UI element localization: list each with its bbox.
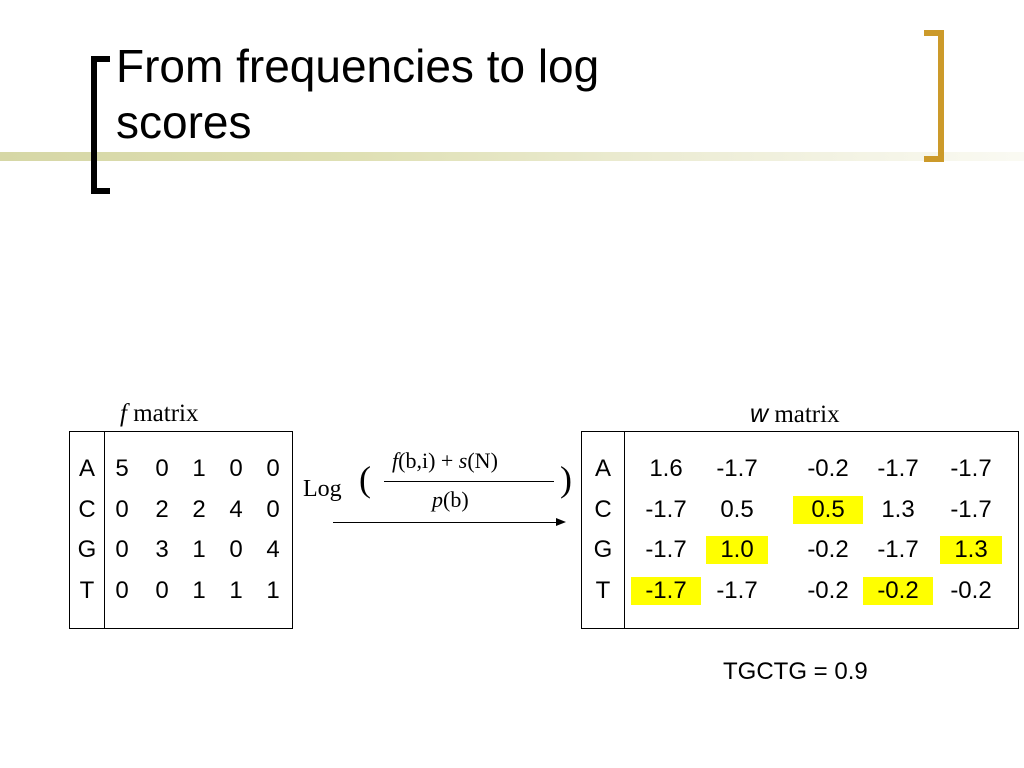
matrix-cell: -1.7 (645, 495, 687, 523)
row-label-c: C (78, 495, 96, 523)
matrix-cell: 0 (155, 455, 169, 482)
matrix-cell: -0.2 (807, 536, 849, 563)
matrix-cell: 1 (192, 455, 206, 482)
matrix-cell: -1.7 (631, 576, 701, 605)
matrix-cell: 2 (192, 495, 206, 523)
f-symbol: f (120, 400, 127, 427)
formula-numerator: f(b,i) + s(N) (392, 448, 498, 474)
row-label-c: C (594, 495, 612, 523)
matrix-cell: -1.7 (877, 536, 919, 563)
matrix-cell: 0 (266, 455, 280, 482)
left-bracket-decoration (91, 56, 110, 194)
f-matrix-label: f matrix (120, 400, 198, 428)
f-matrix-label-text: matrix (126, 400, 199, 427)
formula-denominator: p(b) (432, 487, 469, 513)
matrix-cell: -1.7 (950, 455, 992, 482)
matrix-cell: 0.5 (793, 495, 863, 524)
row-label-g: G (593, 536, 613, 563)
fraction-bar (384, 481, 554, 482)
close-paren: ) (560, 459, 572, 499)
denominator-p: p (432, 487, 443, 512)
matrix-cell: 0 (155, 576, 169, 604)
matrix-cell: 1.0 (706, 536, 768, 564)
row-label-a: A (594, 455, 611, 482)
matrix-cell: -0.2 (807, 576, 849, 604)
matrix-cell: 5 (115, 455, 129, 482)
row-label-t: T (79, 576, 95, 604)
matrix-cell: 0 (115, 536, 129, 563)
matrix-cell: 1.6 (649, 455, 683, 482)
row-label-a: A (78, 455, 95, 482)
matrix-cell: -1.7 (950, 495, 992, 523)
matrix-cell: 1.3 (881, 495, 915, 523)
matrix-cell: 1 (229, 576, 243, 604)
title-underline-bar (0, 152, 1024, 161)
slide-title: From frequencies to log scores (116, 38, 876, 150)
numerator-n: (N) (467, 448, 498, 473)
w-symbol: w (750, 400, 769, 428)
slide-title-line-2: scores (116, 94, 254, 150)
matrix-cell: 0 (115, 576, 129, 604)
arrow-head-icon (556, 518, 566, 526)
matrix-cell: -0.2 (950, 576, 992, 604)
row-label-t: T (595, 576, 611, 604)
matrix-cell: 1 (192, 536, 206, 563)
w-matrix-label-text: matrix (768, 401, 840, 428)
right-bracket-decoration (924, 30, 944, 162)
w-matrix-label: w matrix (750, 400, 840, 429)
matrix-cell: 0 (266, 495, 280, 523)
matrix-cell: 0 (229, 536, 243, 563)
numerator-s: s (458, 448, 468, 473)
w-matrix-divider (624, 432, 625, 628)
slide-title-line-1: From frequencies to log (116, 38, 602, 94)
matrix-cell: 0 (115, 495, 129, 523)
result-score: TGCTG = 0.9 (723, 658, 868, 685)
matrix-cell: -0.2 (863, 576, 933, 605)
arrow-shaft (333, 522, 558, 523)
log-label: Log (303, 476, 342, 502)
matrix-cell: -1.7 (716, 455, 758, 482)
matrix-cell: 0.5 (720, 495, 754, 523)
f-matrix-divider (104, 432, 105, 628)
matrix-cell: -1.7 (645, 536, 687, 563)
matrix-cell: 4 (229, 495, 243, 523)
matrix-cell: -0.2 (807, 455, 849, 482)
matrix-cell: 1 (266, 576, 280, 604)
open-paren: ( (359, 459, 371, 499)
matrix-cell: -1.7 (877, 455, 919, 482)
matrix-cell: -1.7 (716, 576, 758, 604)
matrix-cell: 1 (192, 576, 206, 604)
numerator-f: f (392, 448, 399, 473)
matrix-cell: 4 (266, 536, 280, 563)
matrix-cell: 2 (155, 495, 169, 523)
matrix-cell: 0 (229, 455, 243, 482)
row-label-g: G (77, 536, 97, 563)
matrix-cell: 3 (155, 536, 169, 563)
denominator-args: (b) (443, 487, 469, 512)
matrix-cell: 1.3 (940, 536, 1002, 564)
numerator-args: (b,i) + (398, 448, 459, 473)
